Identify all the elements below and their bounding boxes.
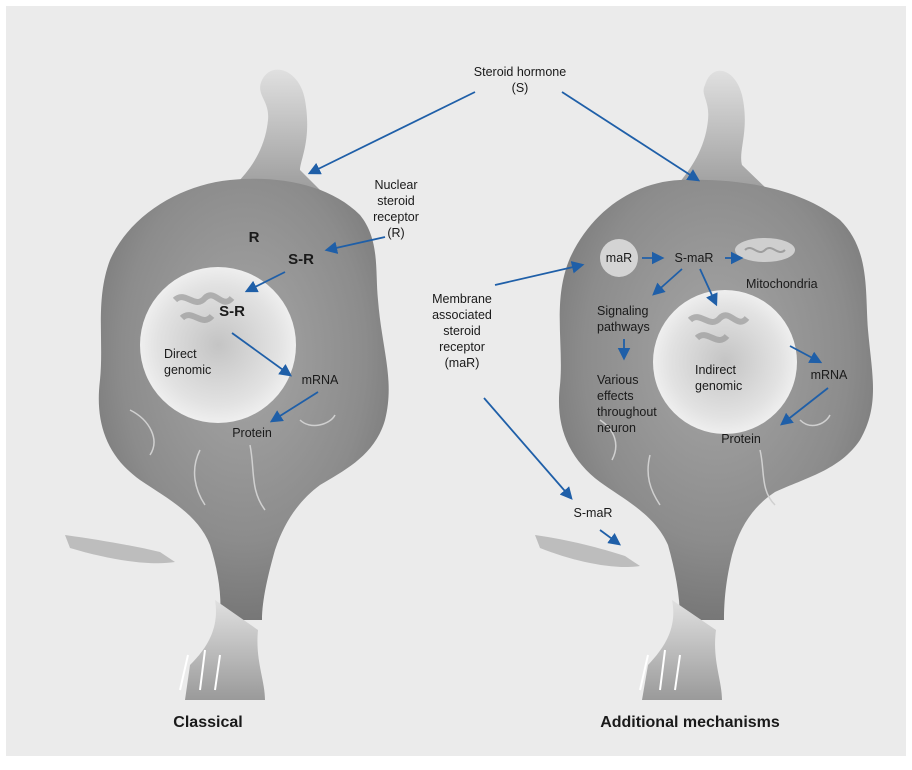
label-nuclear: Nuclear	[374, 178, 417, 192]
label-receptor: receptor	[373, 210, 419, 224]
label-pathways: pathways	[597, 320, 650, 334]
label-effects: effects	[597, 389, 634, 403]
caption-classical: Classical	[173, 714, 242, 731]
label-s-r-outer: S-R	[288, 251, 314, 268]
label-steroid: steroid	[377, 194, 415, 208]
left-nucleus	[140, 267, 296, 423]
label-various: Various	[597, 373, 638, 387]
label-membrane-receptor: receptor	[439, 340, 485, 354]
label-steroid-hormone: Steroid hormone	[474, 65, 566, 79]
label-direct: Direct	[164, 347, 197, 361]
label-receptor-abbr: (R)	[387, 226, 404, 240]
label-mrna-right: mRNA	[811, 368, 848, 382]
label-s-mar-lower: S-maR	[574, 506, 613, 520]
right-nucleus	[653, 290, 797, 434]
caption-additional: Additional mechanisms	[600, 714, 780, 731]
label-s-mar: S-maR	[675, 251, 714, 265]
label-membrane-steroid: steroid	[443, 324, 481, 338]
label-throughout: throughout	[597, 405, 657, 419]
label-indirect: Indirect	[695, 363, 737, 377]
label-mar: maR	[606, 251, 632, 265]
label-genomic: genomic	[164, 363, 211, 377]
label-protein-left: Protein	[232, 426, 272, 440]
label-mrna-left: mRNA	[302, 373, 339, 387]
label-associated: associated	[432, 308, 492, 322]
label-s-r-inner: S-R	[219, 303, 245, 320]
label-membrane: Membrane	[432, 292, 492, 306]
label-r: R	[249, 229, 260, 246]
label-signaling: Signaling	[597, 304, 648, 318]
label-protein-right: Protein	[721, 432, 761, 446]
label-indirect-genomic: genomic	[695, 379, 742, 393]
label-mar-abbr: (maR)	[445, 356, 480, 370]
label-steroid-hormone-abbr: (S)	[512, 81, 529, 95]
label-mitochondria: Mitochondria	[746, 277, 818, 291]
label-neuron: neuron	[597, 421, 636, 435]
